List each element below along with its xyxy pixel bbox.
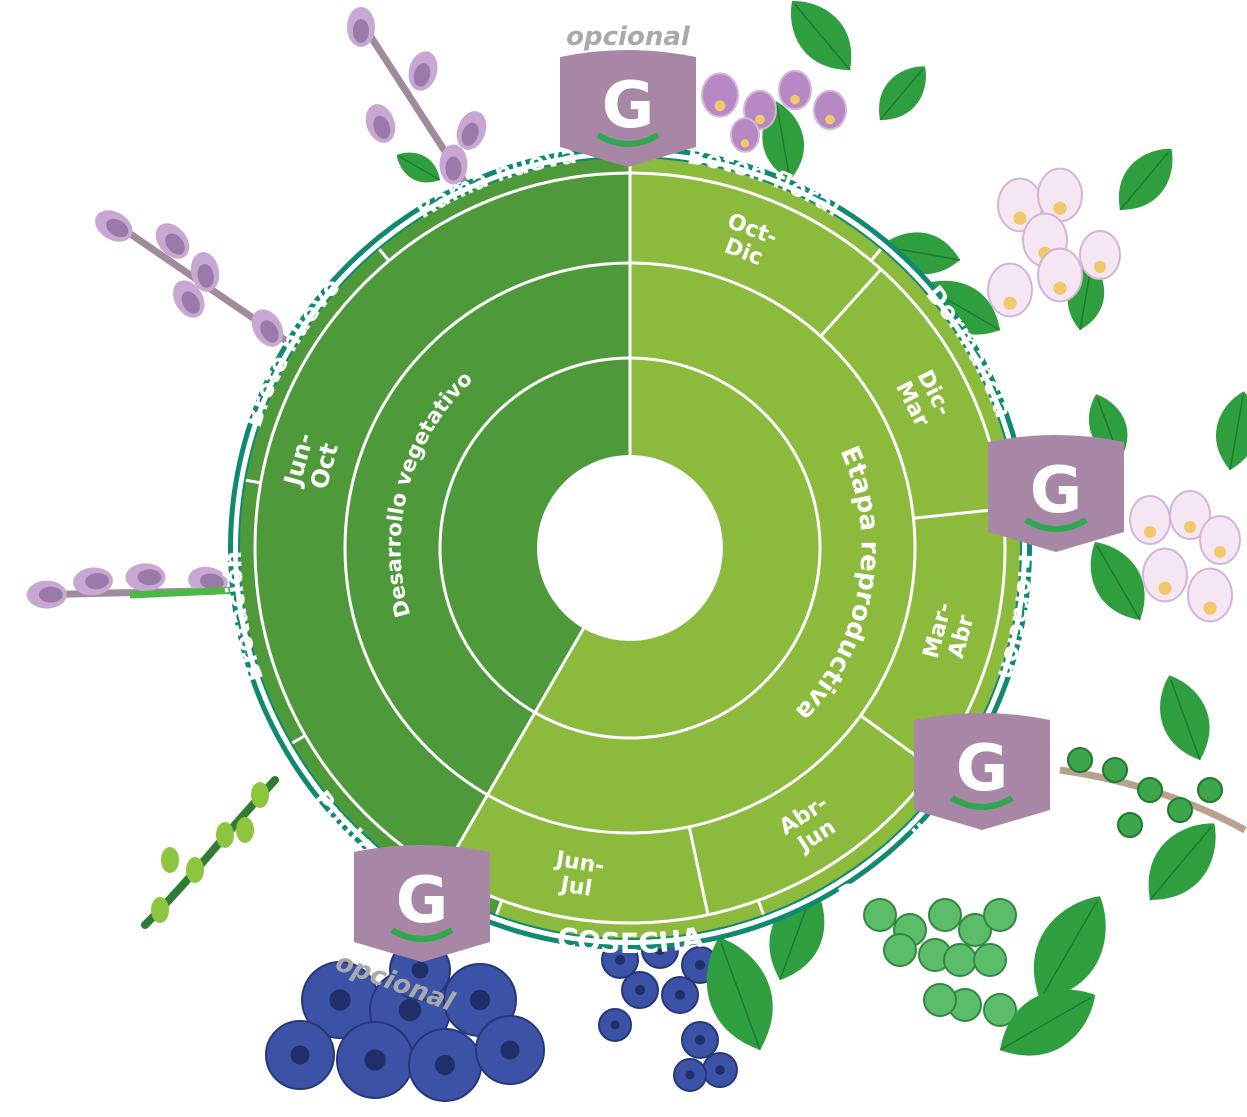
flower-bud-icon: [95, 210, 289, 347]
stage-divider: [756, 899, 765, 915]
flower-bud-icon: [347, 7, 487, 194]
g-logo-icon: G: [396, 864, 449, 938]
green-fruit-icon: [863, 896, 1106, 1056]
ring-divider: [438, 356, 631, 714]
product-badge: G: [988, 435, 1124, 552]
wheel-body: [228, 146, 1032, 950]
flower-bud-icon: [26, 563, 244, 609]
stage-sector: [379, 158, 630, 261]
stage-label: COSECHA: [555, 921, 706, 960]
stage-divider: [245, 478, 261, 485]
stage-sector: [239, 480, 306, 743]
period-sector: [820, 269, 1003, 519]
blueberry-cluster-icon: [265, 939, 545, 1102]
period-sector: [689, 715, 934, 915]
stage-divider: [291, 734, 306, 745]
g-logo-icon: G: [602, 69, 655, 143]
phase-divider: [486, 627, 585, 796]
vegetative-core: [440, 358, 630, 713]
g-logo-icon: G: [1030, 454, 1083, 528]
g-logo-icon: G: [956, 732, 1009, 806]
optional-note: opcional: [566, 22, 691, 52]
vegetative-period-sector: [254, 173, 630, 873]
period-divider: [687, 826, 710, 916]
product-badge: G: [354, 845, 490, 962]
vegetative-phase-sector: [344, 263, 630, 795]
blossom-icon: [1089, 391, 1247, 623]
green-tip-icon: [141, 776, 279, 929]
center-hole: [537, 455, 723, 641]
illustrations: [26, 1, 1247, 1102]
stage-divider: [495, 899, 504, 915]
stage-sector: [630, 158, 881, 261]
product-badge: G: [560, 50, 696, 167]
period-sector: [860, 508, 1005, 769]
stage-sector: [496, 900, 764, 938]
reproductive-core: [535, 358, 820, 738]
period-sector: [442, 794, 708, 923]
stage-divider: [378, 248, 391, 262]
green-fruit-icon: [1059, 675, 1247, 901]
product-badge: G: [914, 713, 1050, 830]
blueberry-cluster-icon: [598, 886, 825, 1092]
period-sector: [630, 173, 881, 337]
period-divider: [819, 268, 883, 338]
reproductive-phase-sector: [487, 263, 915, 833]
ring-divider: [534, 356, 822, 740]
blossom-icon: [701, 1, 926, 181]
stage-divider: [869, 248, 882, 262]
